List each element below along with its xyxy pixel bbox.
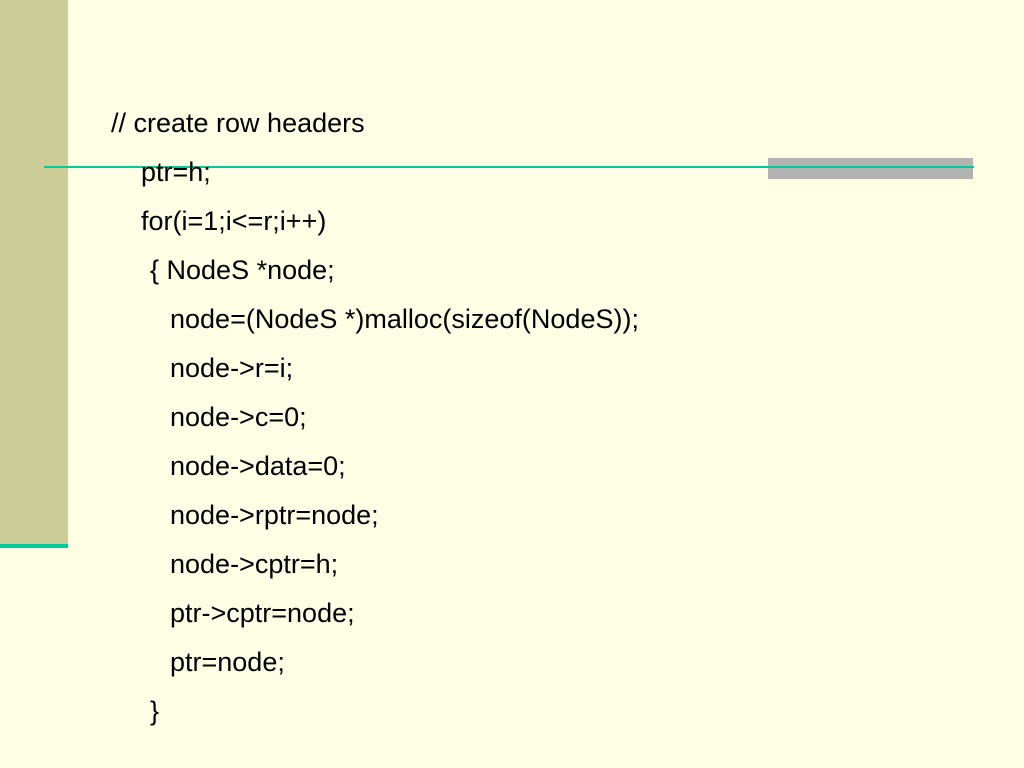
code-statement: { NodeS *node; <box>150 255 335 285</box>
code-line: ptr=h; <box>0 149 1024 198</box>
sidebar-underline <box>0 544 68 548</box>
code-line: ptr=node; <box>0 639 1024 688</box>
code-line: node->cptr=h; <box>0 541 1024 590</box>
code-line: node=(NodeS *)malloc(sizeof(NodeS)); <box>0 296 1024 345</box>
title-bar-accent <box>768 158 973 179</box>
code-statement: ptr=node; <box>170 647 285 677</box>
code-statement: node->data=0; <box>170 451 346 481</box>
code-statement: } <box>150 696 160 726</box>
code-statement: node->r=i; <box>170 353 294 383</box>
code-statement: for(i=1;i<=r;i++) <box>141 206 327 236</box>
code-statement: node->cptr=h; <box>170 549 339 579</box>
sidebar-decoration <box>0 0 68 546</box>
code-line: node->r=i; <box>0 345 1024 394</box>
code-statement: node->rptr=node; <box>170 500 379 530</box>
code-line: node->rptr=node; <box>0 492 1024 541</box>
code-comment: // create row headers <box>111 108 365 138</box>
code-line: for(i=1;i<=r;i++) <box>0 198 1024 247</box>
code-block: // create row headers ptr=h; for(i=1;i<=… <box>0 100 1024 737</box>
title-rule <box>44 166 974 168</box>
code-statement: node->c=0; <box>170 402 307 432</box>
code-statement: ptr->cptr=node; <box>170 598 355 628</box>
code-line: node->c=0; <box>0 394 1024 443</box>
code-line: { NodeS *node; <box>0 247 1024 296</box>
code-line: node->data=0; <box>0 443 1024 492</box>
code-statement: ptr=h; <box>141 157 211 187</box>
code-statement: node=(NodeS *)malloc(sizeof(NodeS)); <box>170 304 639 334</box>
code-line: // create row headers <box>0 100 1024 149</box>
code-line: ptr->cptr=node; <box>0 590 1024 639</box>
code-line: } <box>0 688 1024 737</box>
